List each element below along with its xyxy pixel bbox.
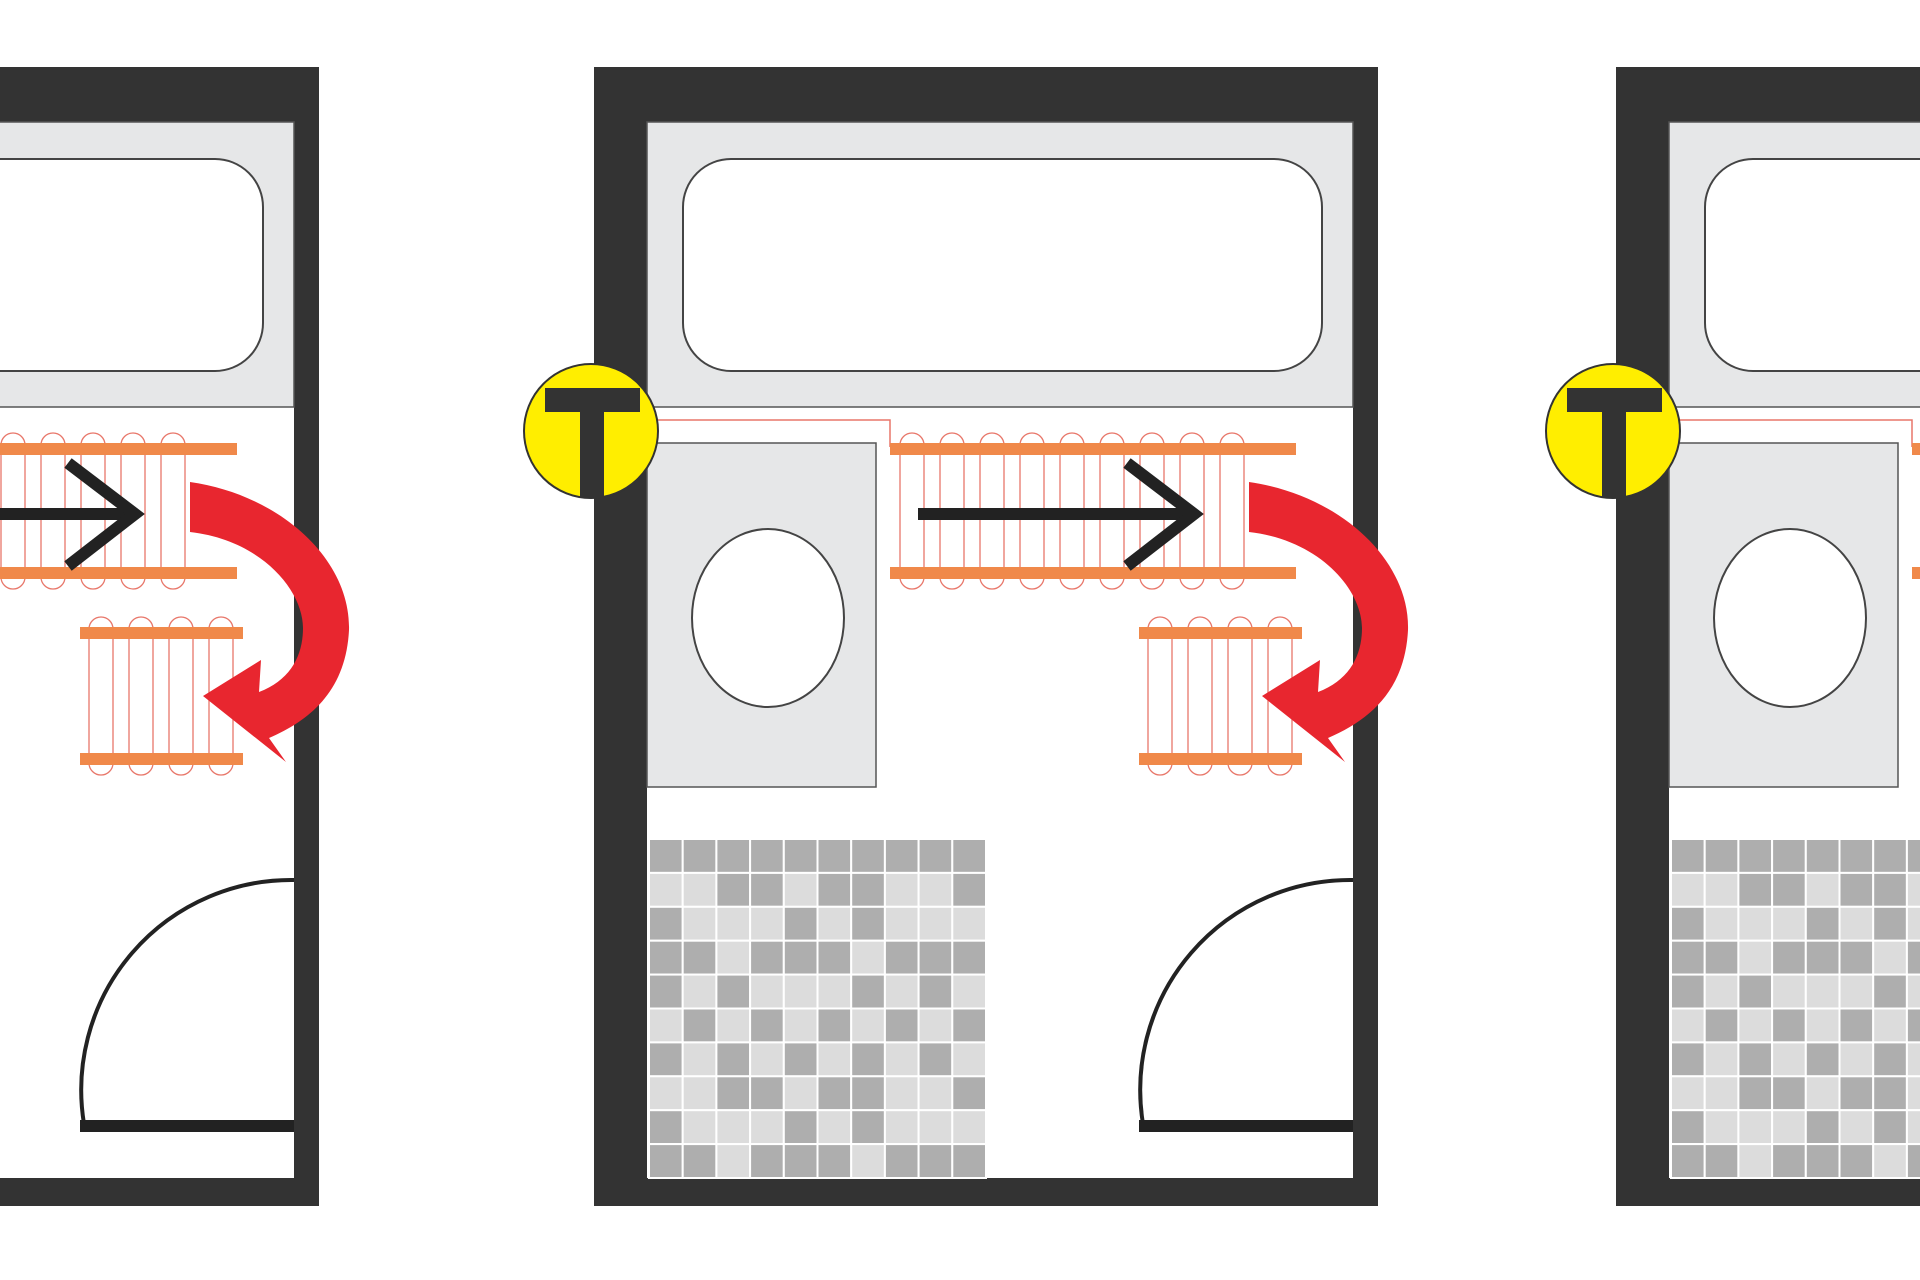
room-left-partial [0,67,349,1206]
room-center [524,67,1408,1206]
room-right-partial [1546,67,1920,1206]
